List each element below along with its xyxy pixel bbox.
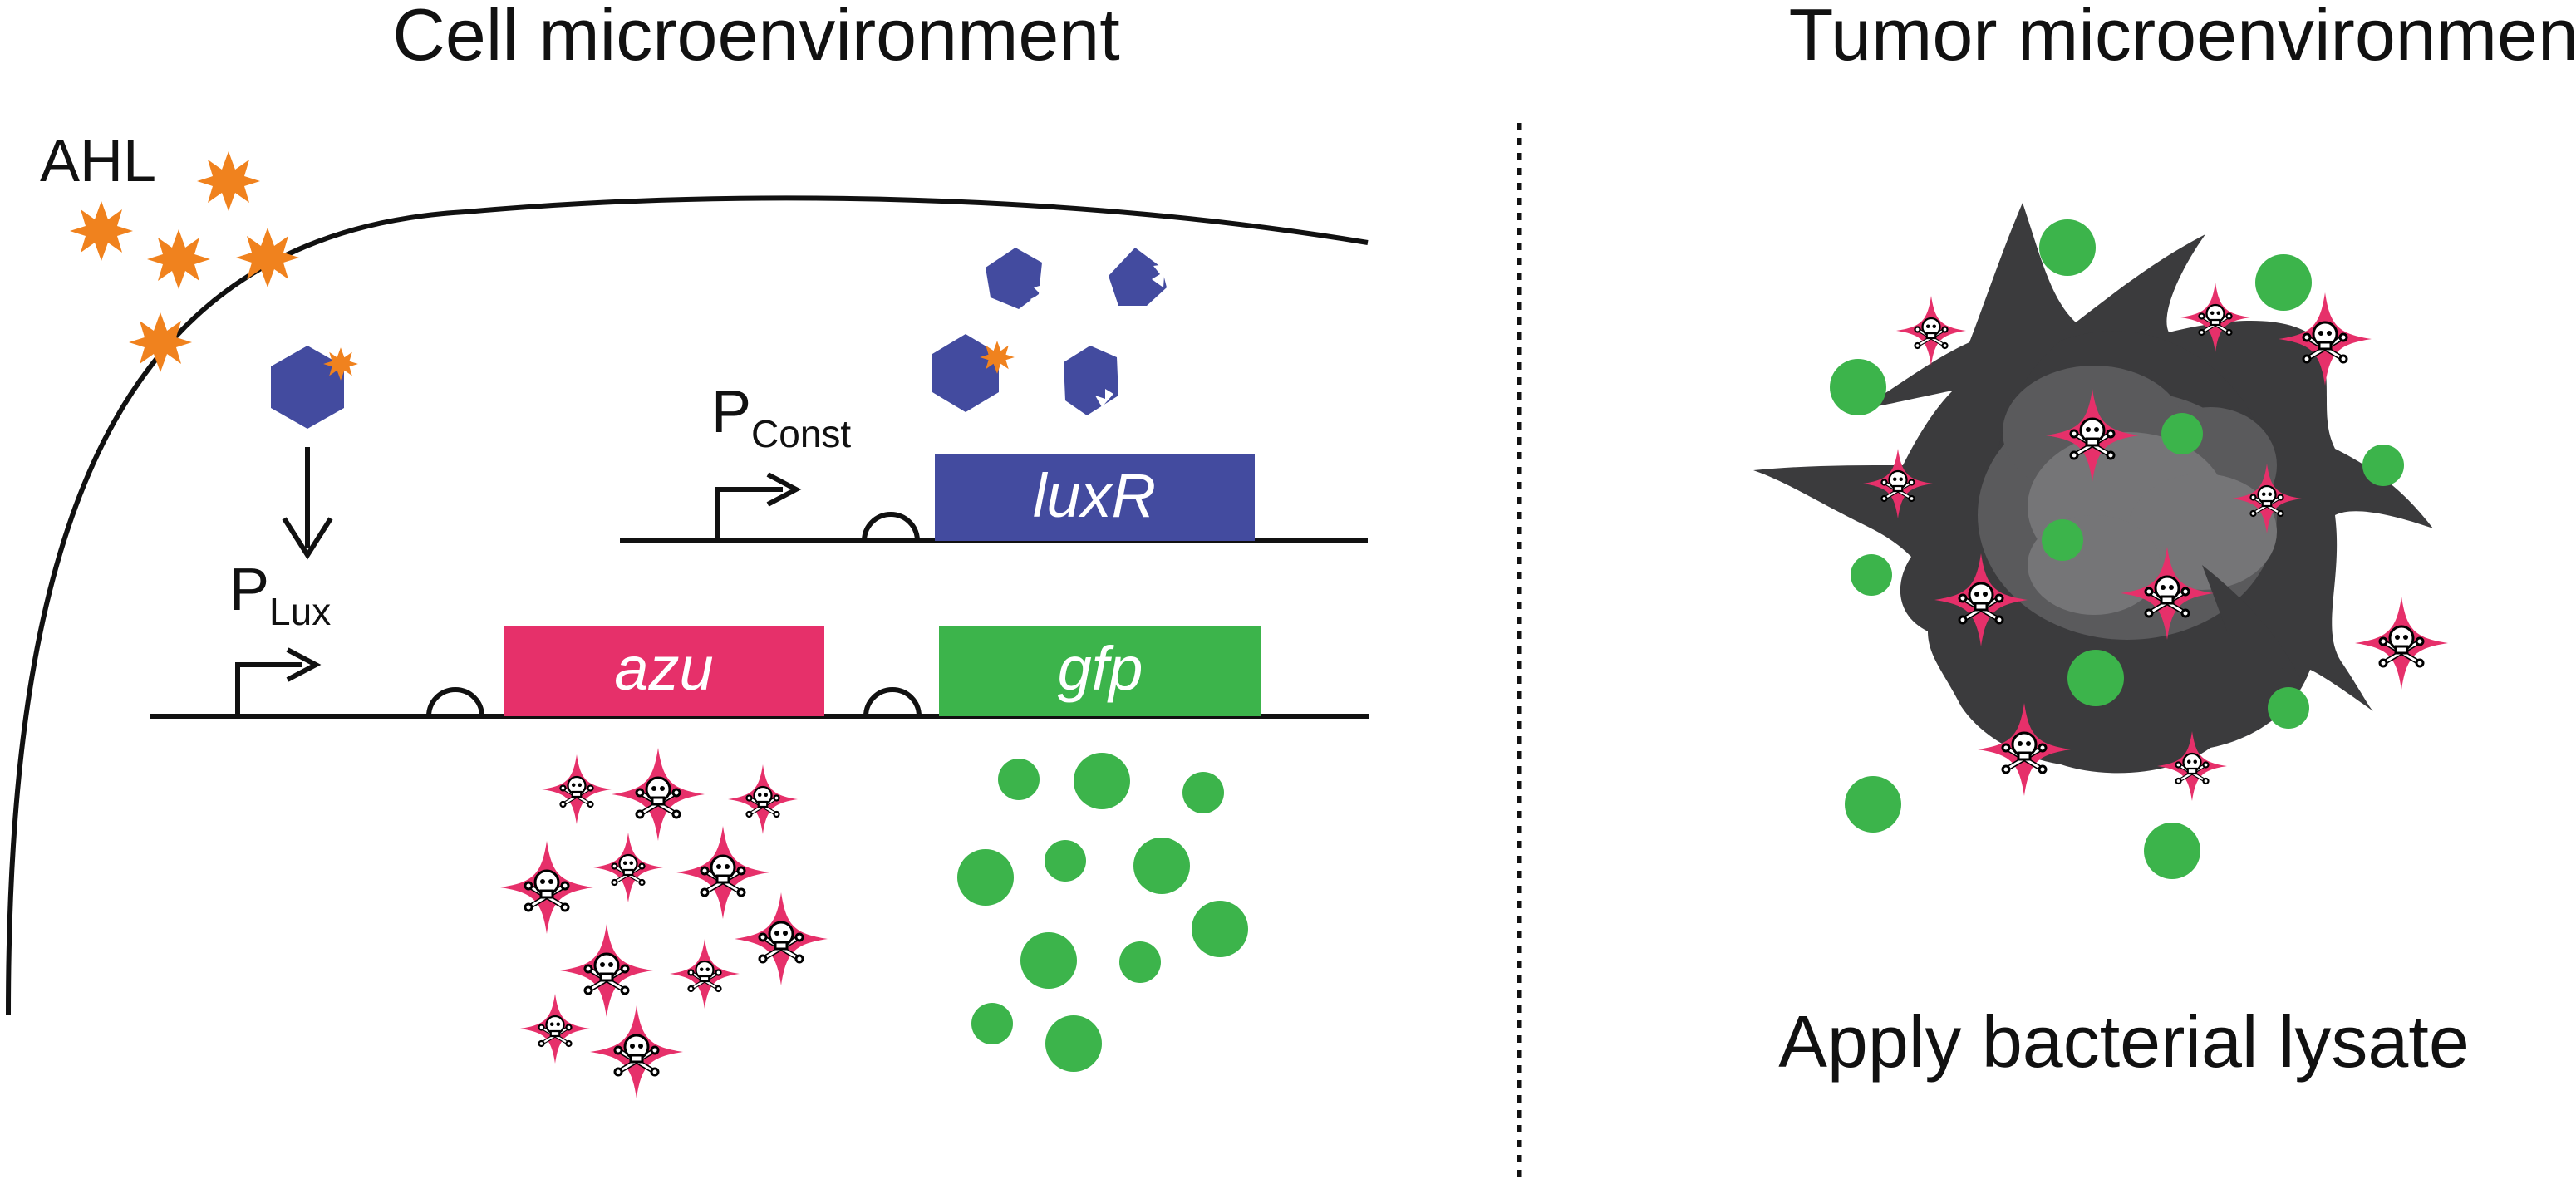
luxr-proteins (932, 248, 1167, 415)
const-promoter-bent-arrow-icon (718, 474, 796, 541)
gfp-circle-icon (2161, 413, 2203, 454)
azurin-skull-crossbones-icon (735, 892, 828, 985)
azu-gene-label: azu (614, 634, 713, 703)
azurin-skull-crossbones-icon (520, 994, 590, 1064)
ahl-starburst-icon (197, 151, 260, 211)
lux-rbs-half-circle-icon (429, 690, 482, 716)
gfp-circle-icon (2362, 445, 2404, 486)
ahl-starburst-icon (129, 312, 192, 372)
azu-gene-box (504, 626, 824, 716)
azurin-skull-crossbones-icon (728, 764, 798, 834)
lux-promoter-bent-arrow-icon (238, 650, 316, 716)
ahl-starburst-icon (70, 201, 133, 261)
lux-promoter-label: PLux (229, 557, 331, 633)
gfp-circle-icon (1045, 840, 1086, 882)
azurin-skull-crossbones-icon (590, 1005, 683, 1098)
luxr-hexagon-icon (1064, 346, 1118, 415)
gfp-circle-icon (971, 1003, 1013, 1044)
azurin-skull-crossbones-icon (500, 841, 593, 934)
gfp-circle-icon (1045, 1015, 1102, 1072)
azurin-cluster (500, 748, 828, 1098)
luxr-hexagon-icon (932, 334, 999, 412)
luxr-ahl-complex (271, 346, 358, 429)
luxr-hexagon-icon (271, 346, 344, 429)
luxr-gene-box (935, 454, 1255, 541)
tumor-gfp (1830, 219, 2404, 879)
azurin-skull-crossbones-icon (593, 833, 663, 902)
gfp-circle-icon (1830, 359, 1886, 415)
azurin-skull-crossbones-icon (2355, 597, 2448, 690)
gfp-circle-icon (2255, 254, 2312, 311)
azurin-skull-crossbones-icon (560, 924, 653, 1017)
luxr-binding-notches (1030, 264, 1165, 407)
gfp-rbs-half-circle-icon (866, 690, 919, 716)
gfp-circle-icon (2042, 519, 2083, 561)
gfp-circle-icon (998, 759, 1040, 800)
ahl-starburst-icon (147, 229, 210, 289)
azurin-skull-crossbones-icon (670, 939, 740, 1009)
const-promoter-label: PConst (711, 379, 851, 455)
azurin-skull-crossbones-icon (542, 754, 612, 824)
gfp-circle-icon (1851, 554, 1892, 596)
gfp-circle-icon (2144, 823, 2200, 879)
gfp-circle-icon (1119, 941, 1161, 983)
luxr-gene-label: luxR (1033, 461, 1156, 530)
gfp-gene-box (939, 626, 1261, 716)
gfp-circle-icon (1133, 838, 1190, 894)
gfp-circle-icon (2268, 687, 2309, 729)
gfp-circle-icon (1074, 753, 1130, 809)
luxr-hexagon-icon (1109, 248, 1167, 306)
azurin-skull-crossbones-icon (676, 826, 769, 919)
gfp-cluster (957, 753, 1248, 1072)
activation-arrowhead-icon (282, 517, 333, 560)
lysate-caption: Apply bacterial lysate (1778, 1000, 2470, 1083)
luxr-hexagon-icon (986, 248, 1042, 309)
ahl-label: AHL (40, 128, 156, 194)
const-rbs-half-circle-icon (864, 514, 917, 541)
gfp-circle-icon (957, 849, 1014, 906)
gfp-circle-icon (1020, 932, 1077, 989)
gfp-circle-icon (2039, 219, 2096, 276)
gfp-circle-icon (1182, 772, 1224, 813)
cell-membrane (6, 195, 1369, 1016)
gfp-circle-icon (1192, 901, 1248, 957)
gfp-circle-icon (1845, 776, 1901, 833)
gfp-circle-icon (2067, 650, 2124, 706)
right-panel-title: Tumor microenvironment (1789, 0, 2576, 76)
gfp-gene-label: gfp (1058, 634, 1143, 703)
left-panel-title: Cell microenvironment (392, 0, 1119, 76)
azurin-skull-crossbones-icon (612, 748, 705, 841)
